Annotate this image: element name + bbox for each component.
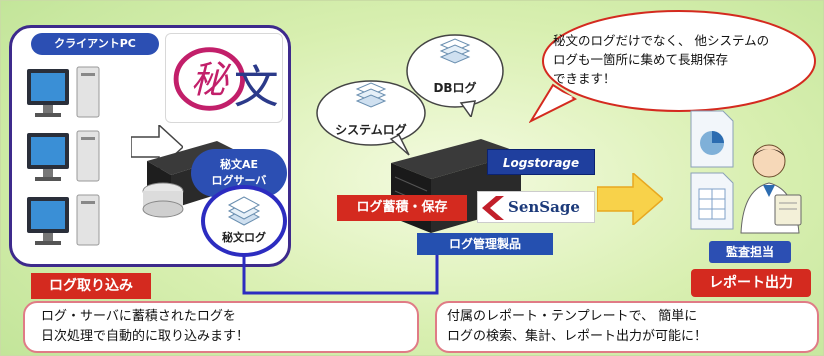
client-pc-icon: [27, 194, 100, 246]
connector-line: [242, 255, 439, 295]
report-pie-document-icon: [690, 110, 734, 168]
svg-text:文: 文: [234, 60, 279, 113]
hibun-log-label: 秘文ログ: [222, 231, 266, 244]
client-pc-label: クライアントPC: [31, 33, 159, 55]
logstorage-logo: Logstorage: [487, 149, 595, 175]
import-note-box: [23, 301, 419, 353]
hibun-logo: 秘 文: [165, 33, 283, 123]
report-note-box: [435, 301, 819, 353]
svg-text:秘: 秘: [191, 59, 232, 102]
system-log-bubble: [316, 80, 426, 156]
auditor-person-icon: [740, 144, 802, 234]
client-pc-icon: [27, 130, 100, 182]
sensage-label: SenSage: [508, 198, 580, 216]
import-note-text: ログ・サーバに蓄積されたログを 日次処理で自動的に取り込みます！: [41, 309, 250, 344]
top-speech-bubble: [529, 10, 816, 123]
auditor-label: 監査担当: [709, 241, 791, 263]
report-chart-document-icon: [690, 172, 734, 230]
client-pc-icon: [27, 66, 100, 118]
top-bubble-text: 秘文のログだけでなく、 他システムの ログも一箇所に集めて長期保存 できます！: [553, 33, 770, 86]
report-note-text: 付属のレポート・テンプレートで、 簡単に ログの検索、集計、レポート出力が可能に…: [447, 309, 708, 344]
log-import-label: ログ取り込み: [31, 273, 151, 299]
sensage-chevron-icon: [482, 196, 504, 220]
arrow-to-report-icon: [597, 173, 663, 225]
log-accumulate-label: ログ蓄積・保存: [337, 195, 467, 221]
hibun-log-bubble: 秘文ログ: [201, 185, 287, 257]
sensage-logo: SenSage: [477, 191, 595, 223]
db-log-bubble: [406, 34, 504, 117]
report-output-label: レポート出力: [691, 269, 811, 297]
log-mgmt-product-label: ログ管理製品: [417, 233, 553, 255]
system-log-label: システムログ: [335, 123, 407, 137]
log-stack-icon: [227, 196, 261, 226]
db-log-label: DBログ: [433, 81, 477, 95]
